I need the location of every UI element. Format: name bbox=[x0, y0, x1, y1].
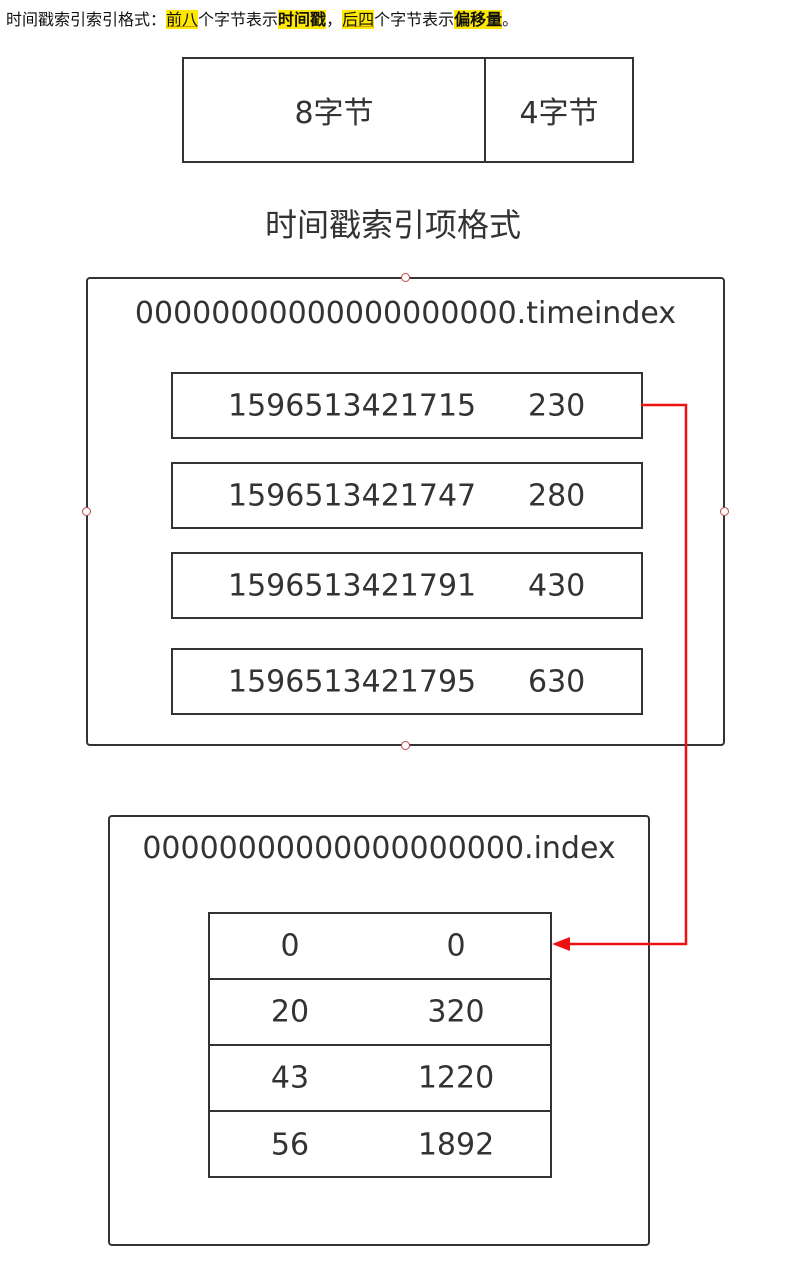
intro-mid-2: 个字节表示 bbox=[374, 10, 455, 29]
intro-comma: ， bbox=[326, 10, 343, 29]
intro-period: 。 bbox=[502, 10, 519, 29]
index-position: 1220 bbox=[417, 1060, 495, 1096]
index-relative-offset: 20 bbox=[270, 994, 310, 1030]
highlight-timestamp: 时间戳 bbox=[278, 10, 327, 29]
entry-timestamp: 1596513421795 bbox=[228, 664, 477, 699]
four-byte-cell: 4字节 bbox=[519, 96, 599, 131]
timeindex-entry: 1596513421747 280 bbox=[171, 462, 643, 529]
entry-format-caption: 时间戳索引项格式 bbox=[264, 206, 521, 244]
highlight-last-four: 后四 bbox=[342, 10, 375, 29]
index-relative-offset: 56 bbox=[270, 1127, 310, 1163]
highlight-offset: 偏移量 bbox=[454, 10, 503, 29]
entry-offset: 230 bbox=[528, 388, 586, 423]
resize-handle-top[interactable] bbox=[401, 273, 410, 282]
entry-offset: 430 bbox=[528, 568, 586, 603]
index-row: 20 320 bbox=[210, 980, 550, 1046]
intro-mid-1: 个字节表示 bbox=[198, 10, 279, 29]
index-filename: 00000000000000000000.index bbox=[142, 831, 616, 866]
eight-byte-cell: 8字节 bbox=[184, 59, 486, 161]
entry-timestamp: 1596513421715 bbox=[228, 388, 477, 423]
index-file-container: 00000000000000000000.index 0 0 20 320 43… bbox=[108, 815, 650, 1246]
entry-timestamp: 1596513421791 bbox=[228, 568, 477, 603]
entry-timestamp: 1596513421747 bbox=[228, 478, 477, 513]
highlight-first-eight: 前八 bbox=[166, 10, 199, 29]
arrow-connector-line bbox=[568, 403, 688, 946]
index-position: 1892 bbox=[417, 1127, 495, 1163]
index-position: 0 bbox=[446, 928, 466, 964]
timeindex-entry: 1596513421795 630 bbox=[171, 648, 643, 715]
index-row: 56 1892 bbox=[210, 1112, 550, 1178]
timeindex-filename: 00000000000000000000.timeindex bbox=[134, 296, 677, 331]
entry-format-box: 8字节 4字节 bbox=[182, 57, 634, 163]
arrow-head bbox=[552, 937, 570, 951]
resize-handle-bottom[interactable] bbox=[401, 741, 410, 750]
timeindex-entry: 1596513421715 230 bbox=[171, 372, 643, 439]
index-row: 43 1220 bbox=[210, 1046, 550, 1112]
entry-offset: 630 bbox=[528, 664, 586, 699]
timeindex-entry: 1596513421791 430 bbox=[171, 552, 643, 619]
intro-prefix: 时间戳索引索引格式： bbox=[6, 10, 167, 29]
resize-handle-right[interactable] bbox=[720, 507, 729, 516]
resize-handle-left[interactable] bbox=[82, 507, 91, 516]
index-table: 0 0 20 320 43 1220 56 1892 bbox=[208, 912, 552, 1178]
index-row: 0 0 bbox=[210, 914, 550, 980]
index-position: 320 bbox=[427, 994, 485, 1030]
entry-offset: 280 bbox=[528, 478, 586, 513]
intro-text: 时间戳索引索引格式：前八个字节表示时间戳，后四个字节表示偏移量。 bbox=[6, 8, 518, 32]
index-relative-offset: 0 bbox=[280, 928, 300, 964]
index-relative-offset: 43 bbox=[270, 1060, 310, 1096]
